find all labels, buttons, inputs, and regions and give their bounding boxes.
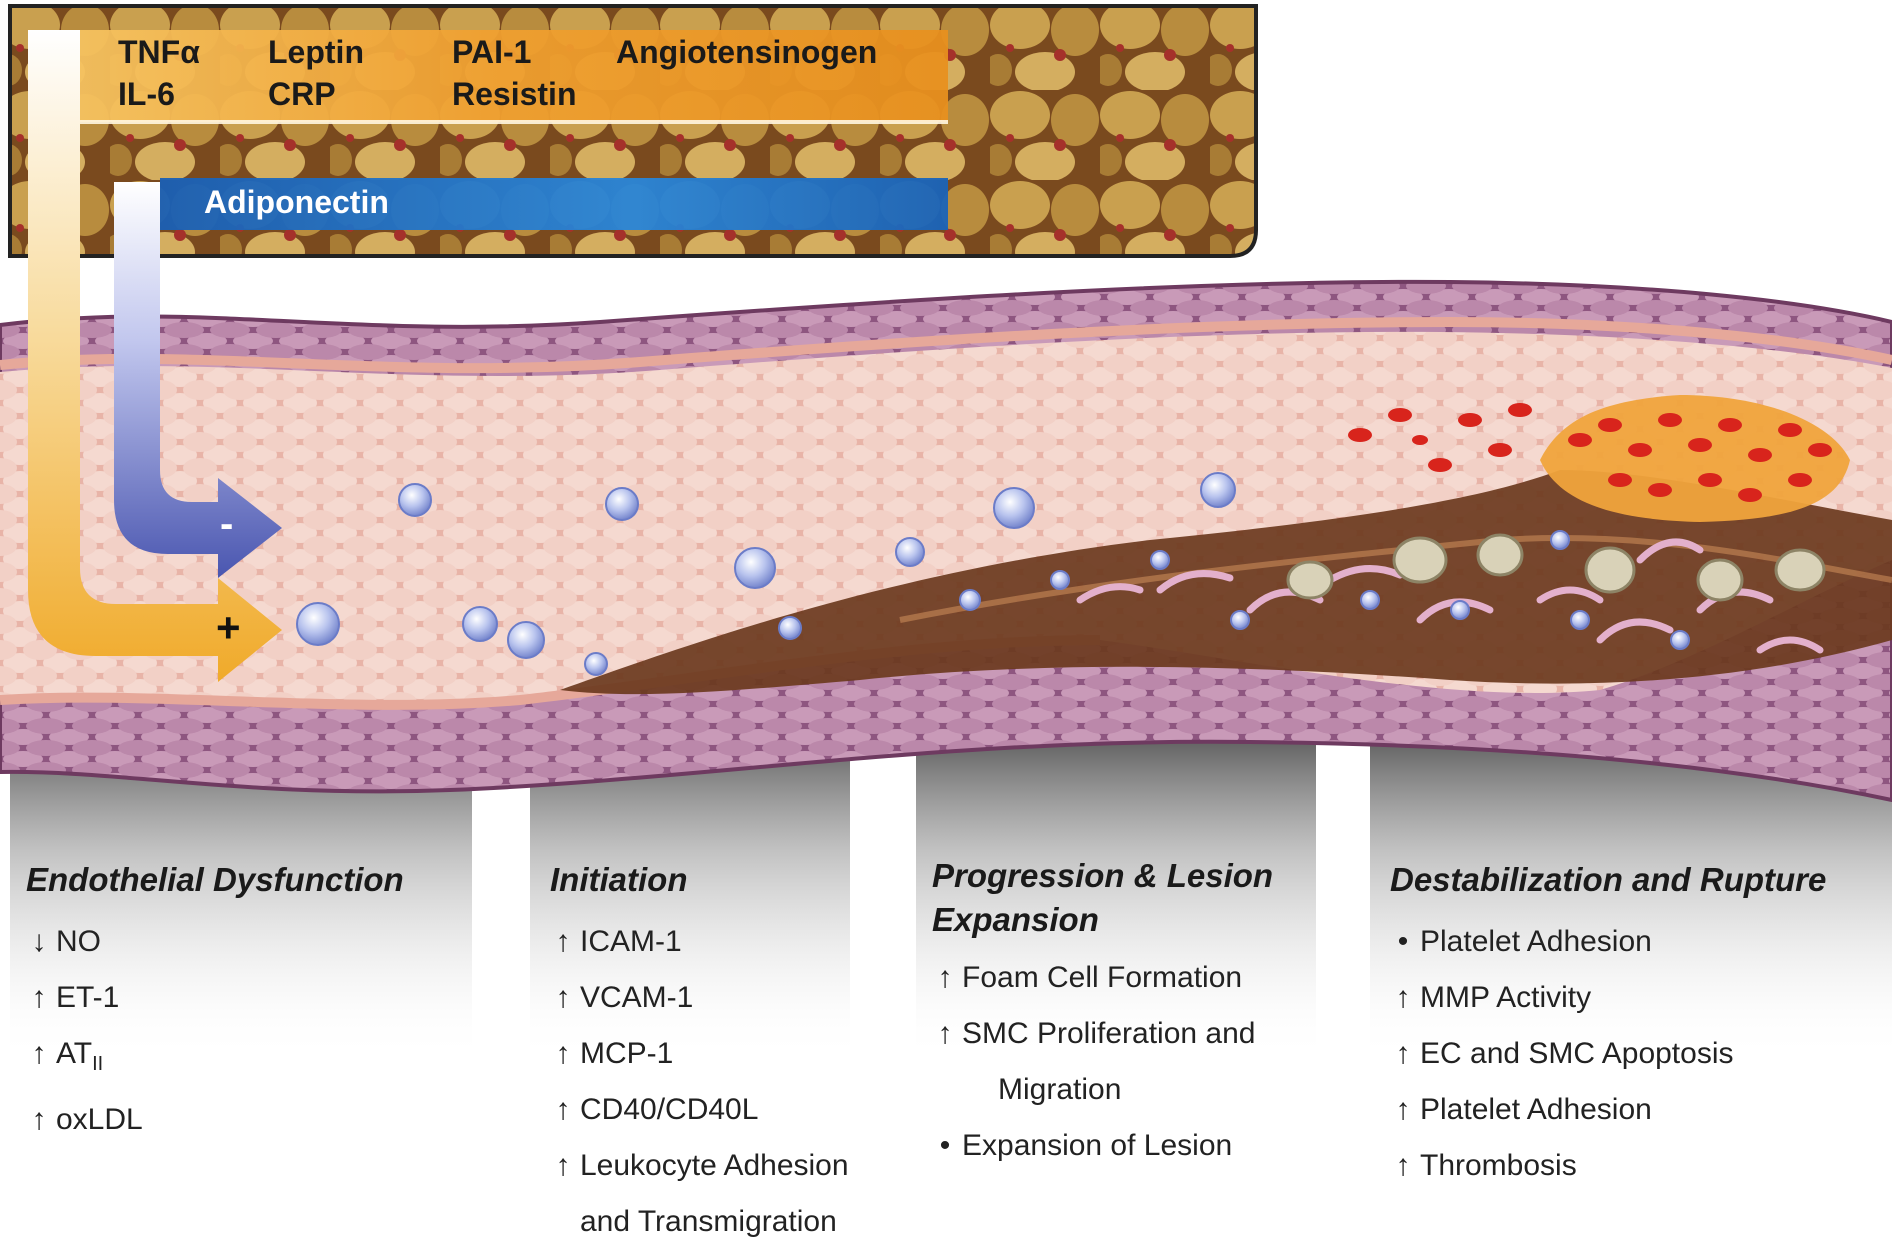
list-item: •Platelet Adhesion: [1390, 914, 1826, 970]
up-arrow-icon: ↑: [550, 970, 576, 1026]
up-arrow-icon: ↑: [550, 1082, 576, 1138]
up-arrow-icon: ↑: [1390, 1082, 1416, 1138]
list-item: ↑VCAM-1: [550, 970, 849, 1026]
list-item-text: Platelet Adhesion: [1420, 1093, 1652, 1126]
adipokine-label-pai-1: PAI-1: [452, 34, 531, 71]
list-item: •Expansion of Lesion: [932, 1118, 1273, 1174]
up-arrow-icon: ↑: [26, 1092, 52, 1148]
section-list: ↑ICAM-1 ↑VCAM-1 ↑MCP-1 ↑CD40/CD40L ↑Leuk…: [550, 914, 849, 1250]
up-arrow-icon: ↑: [26, 970, 52, 1026]
up-arrow-icon: ↑: [1390, 1026, 1416, 1082]
minus-sign: -: [220, 502, 233, 547]
subscript: II: [92, 1053, 103, 1075]
list-item-text: MCP-1: [580, 1037, 673, 1070]
bullet-icon: •: [932, 1118, 958, 1174]
list-item-text: NO: [56, 925, 101, 958]
up-arrow-icon: ↑: [26, 1026, 52, 1082]
list-item-text: Foam Cell Formation: [962, 961, 1242, 994]
list-item-text: Platelet Adhesion: [1420, 925, 1652, 958]
list-item-text: Thrombosis: [1420, 1149, 1577, 1182]
section-title-line2: Expansion: [932, 898, 1273, 942]
list-item: ↑MMP Activity: [1390, 970, 1826, 1026]
list-item-text: AT: [56, 1037, 92, 1070]
up-arrow-icon: ↑: [932, 950, 958, 1006]
list-item-text: Expansion of Lesion: [962, 1129, 1232, 1162]
list-item-text: EC and SMC Apoptosis: [1420, 1037, 1734, 1070]
adipokine-label-resistin: Resistin: [452, 76, 576, 113]
section-list: ↓NO ↑ET-1 ↑ATII ↑oxLDL: [26, 914, 404, 1148]
list-item-text: and Transmigration: [580, 1205, 837, 1238]
list-item: and Transmigration: [550, 1194, 849, 1250]
section-list: ↑Foam Cell Formation ↑SMC Proliferation …: [932, 950, 1273, 1174]
blood-vessel: [0, 282, 1892, 800]
plus-sign: +: [216, 604, 241, 652]
adipokine-label-adiponectin: Adiponectin: [204, 184, 389, 221]
list-item-text: oxLDL: [56, 1103, 143, 1136]
up-arrow-icon: ↑: [1390, 1138, 1416, 1194]
list-item: ↑Leukocyte Adhesion: [550, 1138, 849, 1194]
adipokine-label-leptin: Leptin: [268, 34, 364, 71]
section-endothelial-dysfunction: Endothelial Dysfunction ↓NO ↑ET-1 ↑ATII …: [26, 858, 404, 1148]
list-item: ↑MCP-1: [550, 1026, 849, 1082]
section-title-line1: Progression & Lesion: [932, 854, 1273, 898]
list-item-text: ICAM-1: [580, 925, 682, 958]
section-title: Destabilization and Rupture: [1390, 858, 1826, 902]
list-item-text: VCAM-1: [580, 981, 693, 1014]
list-item: Migration: [932, 1062, 1273, 1118]
adipokine-label-tnf-alpha: TNFα: [118, 34, 200, 71]
list-item: ↓NO: [26, 914, 404, 970]
list-item: ↑Foam Cell Formation: [932, 950, 1273, 1006]
section-initiation: Initiation ↑ICAM-1 ↑VCAM-1 ↑MCP-1 ↑CD40/…: [550, 858, 849, 1250]
list-item-text: SMC Proliferation and: [962, 1017, 1255, 1050]
up-arrow-icon: ↑: [932, 1006, 958, 1062]
section-title: Initiation: [550, 858, 849, 902]
list-item: ↑Platelet Adhesion: [1390, 1082, 1826, 1138]
list-item: ↑EC and SMC Apoptosis: [1390, 1026, 1826, 1082]
section-list: •Platelet Adhesion ↑MMP Activity ↑EC and…: [1390, 914, 1826, 1194]
list-item: ↑SMC Proliferation and: [932, 1006, 1273, 1062]
list-item: ↑ET-1: [26, 970, 404, 1026]
list-item: ↑CD40/CD40L: [550, 1082, 849, 1138]
adipokine-label-il-6: IL-6: [118, 76, 175, 113]
up-arrow-icon: ↑: [550, 914, 576, 970]
section-progression-lesion-expansion: Progression & Lesion Expansion ↑Foam Cel…: [932, 854, 1273, 1174]
list-item-text: Migration: [998, 1073, 1121, 1106]
up-arrow-icon: ↑: [550, 1026, 576, 1082]
list-item-text: MMP Activity: [1420, 981, 1591, 1014]
adipokine-label-angiotensinogen: Angiotensinogen: [616, 34, 877, 71]
list-item: ↑ATII: [26, 1026, 404, 1092]
section-title: Endothelial Dysfunction: [26, 858, 404, 902]
list-item-text: CD40/CD40L: [580, 1093, 758, 1126]
list-item: ↑Thrombosis: [1390, 1138, 1826, 1194]
adipokine-label-crp: CRP: [268, 76, 336, 113]
list-item-text: Leukocyte Adhesion: [580, 1149, 849, 1182]
up-arrow-icon: ↑: [550, 1138, 576, 1194]
list-item: ↑oxLDL: [26, 1092, 404, 1148]
bullet-icon: •: [1390, 914, 1416, 970]
up-arrow-icon: ↑: [1390, 970, 1416, 1026]
down-arrow-icon: ↓: [26, 914, 52, 970]
section-destabilization-rupture: Destabilization and Rupture •Platelet Ad…: [1390, 858, 1826, 1194]
list-item-text: ET-1: [56, 981, 119, 1014]
list-item: ↑ICAM-1: [550, 914, 849, 970]
